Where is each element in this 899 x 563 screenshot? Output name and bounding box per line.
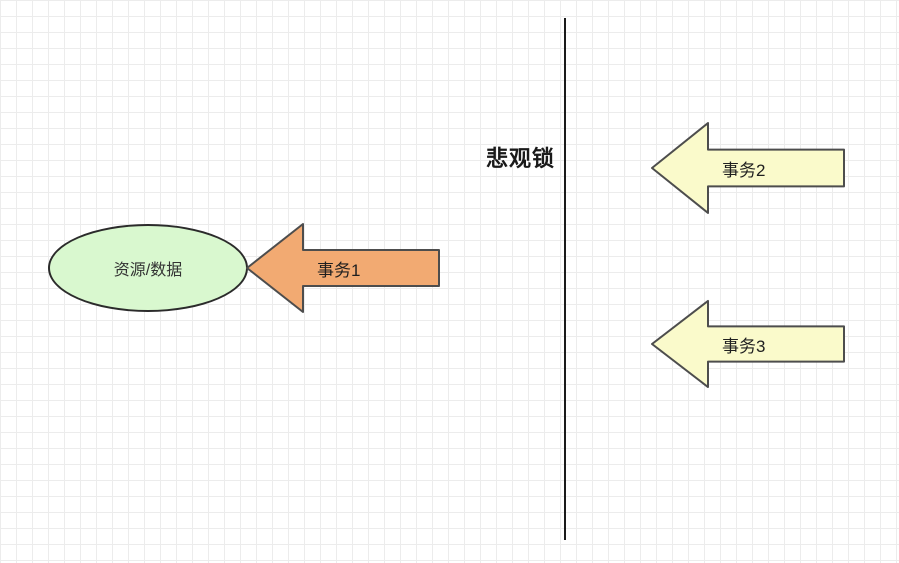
left-arrow-icon [651,299,845,389]
left-arrow-icon [246,223,440,313]
transaction-3-arrow: 事务3 [650,299,846,389]
diagram-title: 悲观锁 [485,146,555,171]
left-arrow-icon [651,122,845,214]
transaction-3-label: 事务3 [722,336,766,356]
resource-ellipse: 资源/数据 [48,224,248,312]
transaction-2-label: 事务2 [722,160,766,180]
transaction-1-arrow: 事务1 [245,222,441,314]
resource-label: 资源/数据 [113,262,183,279]
transaction-1-label: 事务1 [317,260,361,280]
transaction-2-arrow: 事务2 [650,121,846,215]
lock-divider-line [564,18,566,540]
